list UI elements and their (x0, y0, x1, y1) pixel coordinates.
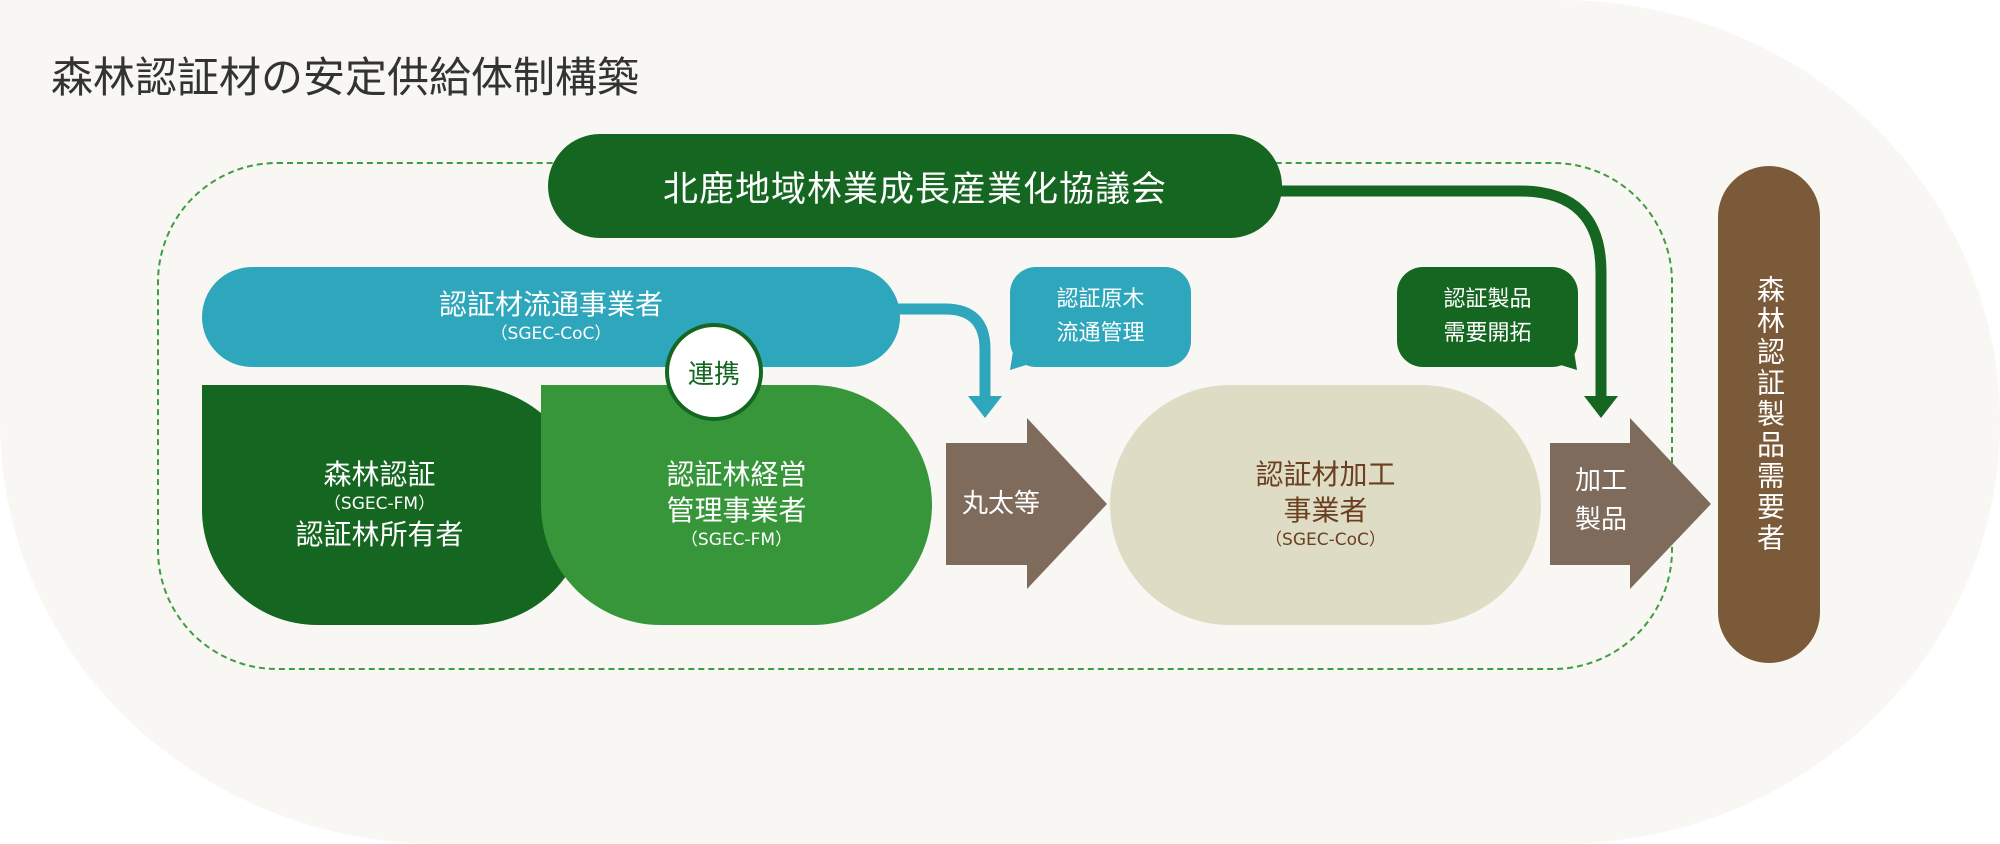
link-label: 連携 (687, 359, 740, 390)
bubble-logs: 認証原木 流通管理 (1010, 267, 1191, 367)
consumer-label: 森林認証製品需要者 (1753, 275, 1786, 554)
forest-cert-box: 森林認証 （SGEC-FM） 認証林所有者 (202, 385, 587, 625)
forest-mgmt-code: （SGEC-FM） (680, 530, 793, 551)
bubble-logs-line2: 流通管理 (1056, 321, 1145, 346)
distributor-pill: 認証材流通事業者 （SGEC-CoC） (202, 267, 900, 367)
products-arrow-label: 加工 製品 (1556, 462, 1646, 540)
council-label: 北鹿地域林業成長産業化協議会 (662, 169, 1167, 210)
forest-mgmt-line1: 認証林経営 (666, 457, 807, 491)
bubble-logs-line1: 認証原木 (1056, 286, 1145, 312)
distributor-arrowhead (968, 396, 1002, 418)
forest-cert-code: （SGEC-FM） (323, 494, 436, 515)
logs-arrow-shape (946, 418, 1107, 589)
council-pill: 北鹿地域林業成長産業化協議会 (548, 134, 1282, 238)
distributor-cert: （SGEC-CoC） (490, 324, 612, 345)
processor-line1: 認証材加工 (1255, 457, 1396, 491)
council-arrow (1280, 185, 1607, 398)
logs-arrow-label: 丸太等 (961, 489, 1040, 519)
page-title: 森林認証材の安定供給体制構築 (51, 53, 640, 102)
consumer-pill: 森林認証製品需要者 (1718, 166, 1820, 663)
council-arrowhead (1584, 396, 1618, 418)
forest-cert-line1: 森林認証 (323, 457, 436, 491)
bubble-demand-line2: 需要開拓 (1443, 321, 1532, 346)
products-arrow-shape (1550, 418, 1711, 589)
link-badge: 連携 (665, 323, 763, 421)
processor-box: 認証材加工 事業者 （SGEC-CoC） (1110, 385, 1541, 625)
forest-cert-line2: 認証林所有者 (295, 517, 464, 551)
bubble-demand-line1: 認証製品 (1443, 286, 1532, 312)
forest-mgmt-box: 認証林経営 管理事業者 （SGEC-FM） (541, 385, 932, 625)
products-line1: 加工 (1574, 466, 1627, 496)
bubble-demand: 認証製品 需要開拓 (1397, 267, 1578, 367)
forest-mgmt-line2: 管理事業者 (666, 494, 807, 528)
distributor-name: 認証材流通事業者 (438, 288, 663, 321)
distributor-arrow (898, 303, 991, 398)
processor-line2: 事業者 (1283, 494, 1368, 528)
products-line2: 製品 (1574, 505, 1627, 535)
processor-code: （SGEC-CoC） (1265, 530, 1386, 551)
